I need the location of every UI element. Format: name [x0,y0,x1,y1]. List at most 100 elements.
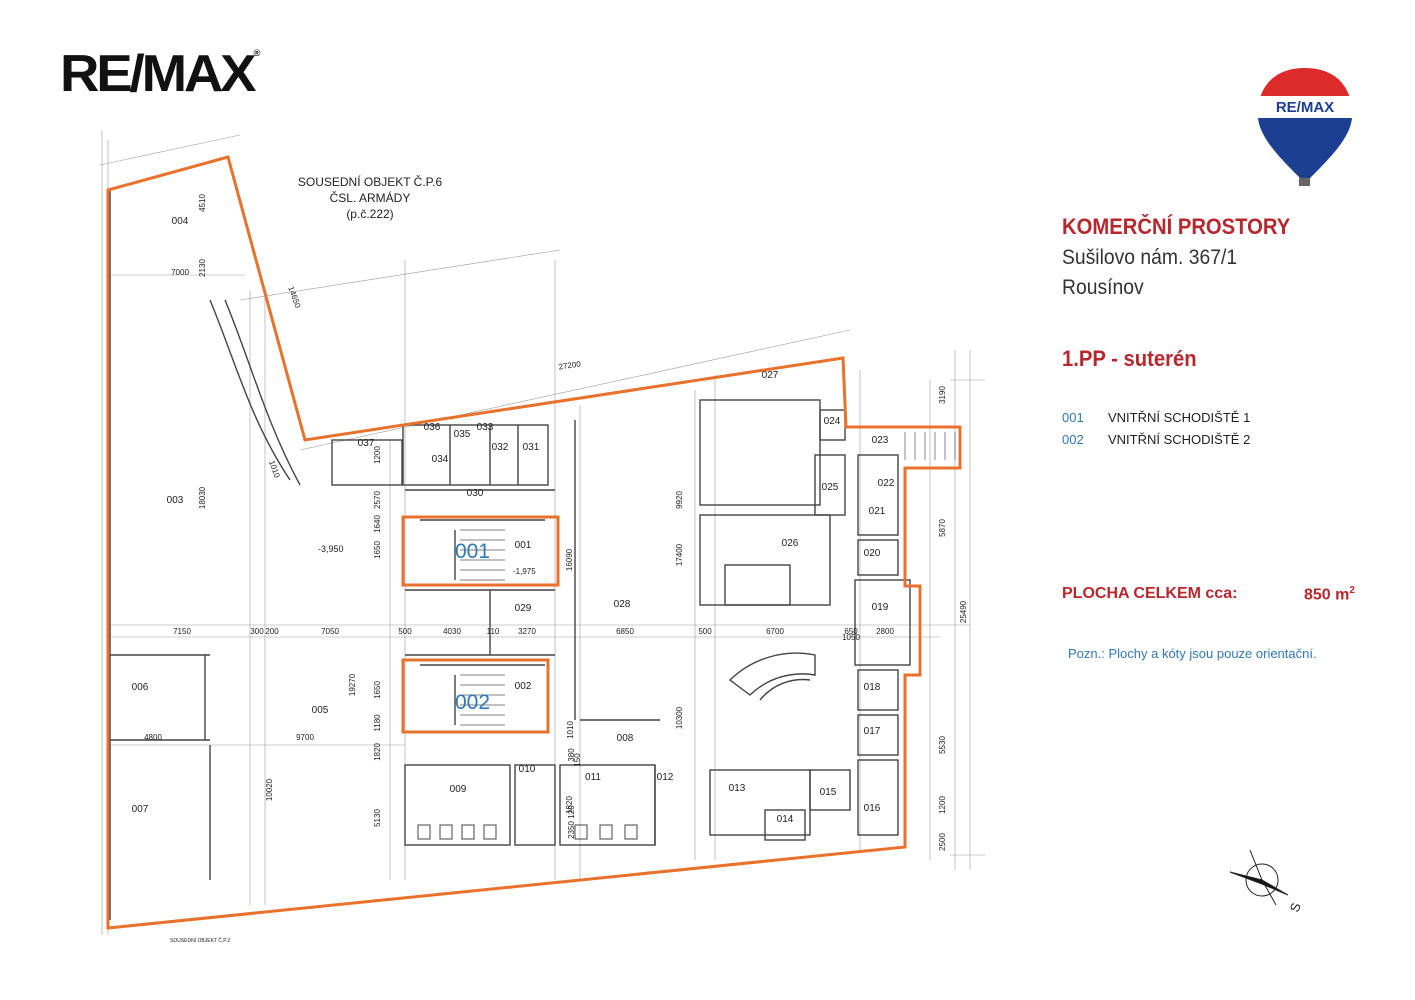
area-unit: m [1335,586,1350,604]
room-number: 028 [614,599,631,610]
dimension-label: 4800 [144,733,162,742]
disclaimer-note: Pozn.: Plochy a kóty jsou pouze orientač… [1068,646,1317,661]
address-line-2: Rousínov [1062,276,1144,299]
dimension-label: 9700 [296,733,314,742]
dimension-label: 2800 [876,627,894,636]
floor-label: 1.PP - suterén [1062,346,1197,371]
room-number: 017 [864,726,881,737]
dimension-label: 7050 [321,627,339,636]
balloon-logo-text: RE/MAX [1276,99,1334,116]
legend-code: 001 [1062,410,1084,425]
room-number: 029 [515,603,532,614]
room-number: 012 [657,772,674,783]
legend-code: 002 [1062,432,1084,447]
level-mark: -3,950 [318,544,344,554]
room-number: 015 [820,787,837,798]
remax-logo: RE/MAX® [60,44,260,104]
room-number: 001 [515,540,532,551]
room-number: 037 [358,438,375,449]
room-number: 009 [450,784,467,795]
dimension-label: 14650 [286,285,302,310]
stair-hatching [460,432,956,726]
room-number: 025 [822,482,839,493]
dimension-label: 18030 [198,486,207,509]
grid-lines [99,130,985,935]
legend-name: VNITŘNÍ SCHODIŠTĚ 2 [1108,432,1251,447]
dimension-label: 6700 [766,627,784,636]
dimension-label: 1640 [373,515,382,533]
dimension-label: 200 [265,627,279,636]
dimension-label: 1050 [842,633,860,642]
room-number: 019 [872,602,889,613]
dimension-label: 300 [250,627,264,636]
total-area: PLOCHA CELKEM cca: 850 m2 [1062,585,1372,603]
dimension-label: 7150 [173,627,191,636]
dimension-label: 16090 [565,548,574,571]
room-number: 006 [132,682,149,693]
room-number: 020 [864,548,881,559]
stair-outline-002 [401,658,550,734]
dimension-label: 19270 [348,673,357,696]
room-number: 003 [167,495,184,506]
neighbor-label-2: ČSL. ARMÁDY [330,190,411,205]
dimension-label: 10020 [265,778,274,801]
property-outline [106,155,962,930]
dimension-label: 10300 [675,706,684,729]
room-number: 021 [869,506,886,517]
room-number: 023 [872,435,889,446]
room-number: 018 [864,682,881,693]
total-area-value: 850 m2 [1304,585,1355,604]
bottom-neighbor-label: SOUSEDNÍ OBJEKT Č.P.2 [170,937,230,944]
address-line-1: Sušilovo nám. 367/1 [1062,246,1238,269]
listing-title: KOMERČNÍ PROSTORY [1062,214,1291,239]
level-mark-2: -1,975 [513,567,536,576]
total-area-label: PLOCHA CELKEM cca: [1062,585,1238,602]
dimension-label: 3190 [938,386,947,404]
dimension-label: 150 [573,753,582,767]
room-number: 036 [424,422,441,433]
dimension-label: 5130 [373,809,382,827]
room-number: 024 [824,416,841,427]
dimension-label: 3270 [518,627,536,636]
room-number: 004 [172,216,189,227]
neighbor-label-1: SOUSEDNÍ OBJEKT Č.P.6 [298,174,443,189]
room-number: 033 [477,422,494,433]
neighbor-label-3: (p.č.222) [346,207,393,221]
room-number: 011 [585,772,601,783]
balloon-logo: RE/MAX [1258,68,1352,186]
registered-mark: ® [253,48,261,58]
dimension-label: 1820 [565,796,574,814]
dimension-label: 27200 [558,359,582,371]
legend-item: 002 VNITŘNÍ SCHODIŠTĚ 2 [1062,432,1250,454]
plan-text: SOUSEDNÍ OBJEKT Č.P.6 ČSL. ARMÁDY (p.č.2… [132,174,1304,944]
dimension-label: 1200 [938,796,947,814]
dimension-label: 2130 [198,259,207,277]
dimension-label: 1200 [373,446,382,464]
room-number: 030 [467,488,484,499]
stair-outline-001 [401,515,560,587]
room-number: 014 [777,814,794,825]
compass-icon [1229,849,1289,906]
room-number: 035 [454,429,471,440]
info-panel: KOMERČNÍ PROSTORY Sušilovo nám. 367/1 Ro… [1062,214,1382,300]
dimension-label: 1820 [373,743,382,761]
dimension-label: 500 [698,627,712,636]
remax-logo-text: RE/MAX [60,45,257,103]
dimension-label: 380 [567,748,576,762]
dimension-label: 2570 [373,491,382,509]
room-number: 034 [432,454,449,465]
area-unit-sup: 2 [1349,585,1355,596]
room-number: 005 [312,705,329,716]
dimension-label: 2350 [567,821,576,839]
toilet-fixtures [417,824,638,840]
dimension-label: 4030 [443,627,461,636]
room-number: 008 [617,733,634,744]
room-number: 032 [492,442,509,453]
room-number: 010 [519,764,536,775]
dimension-label: 9920 [675,491,684,509]
room-number: 007 [132,804,149,815]
area-number: 850 [1304,586,1331,604]
dimension-label: 5530 [938,736,947,754]
